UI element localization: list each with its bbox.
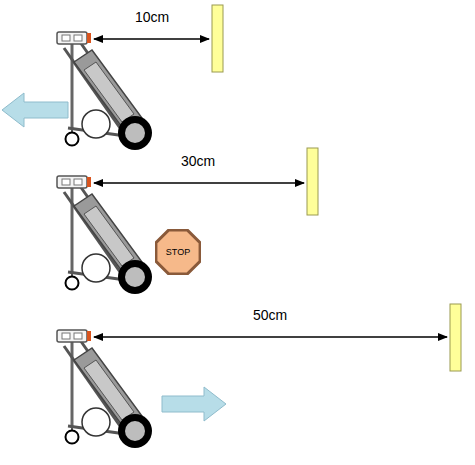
distance-label: 10cm [135,10,169,24]
forward-arrow [162,387,226,421]
robot-figure [57,176,152,294]
dimension-line [94,336,447,338]
wall [307,148,318,215]
robot-figure [57,330,152,448]
wall [212,5,223,72]
dimension-line [94,182,304,184]
backward-arrow [2,93,68,127]
distance-label: 50cm [253,308,287,322]
stop-sign: STOP [155,229,201,275]
stop-text: STOP [166,248,190,257]
robot-figure [57,32,152,150]
dimension-line [94,38,209,40]
distance-label: 30cm [181,154,215,168]
wall [450,304,461,371]
